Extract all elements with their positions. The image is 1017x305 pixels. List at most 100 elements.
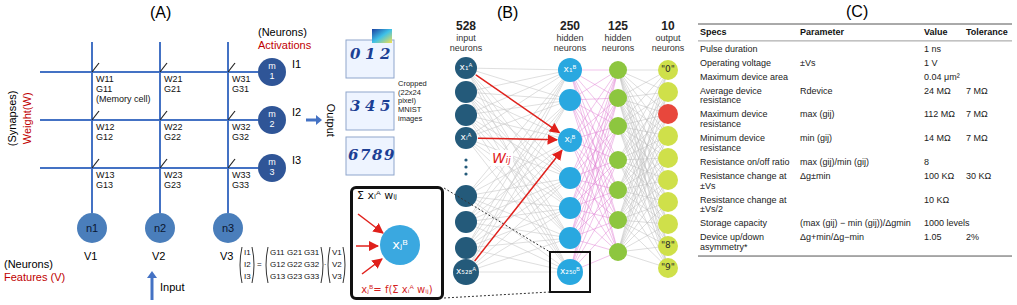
table-cell: 10 KΩ — [924, 196, 949, 206]
table-cell: ±Vs — [800, 59, 920, 69]
annotation: V3 — [220, 250, 233, 263]
zoom-leader — [444, 188, 550, 252]
matrix-bracket — [343, 247, 345, 283]
input-hidden-link — [466, 138, 570, 140]
node-text: m 3 — [268, 158, 276, 178]
node-text: "0" — [661, 65, 675, 75]
node-text: xⱼᴮ= f(Σ xᵢᴬ wᵢⱼ) — [353, 284, 441, 295]
output-neuron-dot — [658, 148, 678, 168]
table-cell: 8 — [924, 158, 929, 168]
cell-label: W32 — [232, 122, 251, 132]
input-neuron-dot — [455, 237, 477, 259]
node-text: xᵢᴬ — [461, 133, 472, 143]
table-rule — [698, 256, 1012, 257]
input-hidden-link — [466, 208, 570, 222]
cell-label: W11 — [96, 74, 114, 84]
matrix-bracket — [240, 247, 242, 283]
input-hidden-link — [466, 70, 570, 222]
annotation: I2 — [292, 106, 301, 119]
input-hidden-link — [466, 70, 570, 196]
node-text: xⱼᴮ — [565, 135, 576, 145]
inset-arrow — [358, 214, 383, 233]
table-header: Parameter — [800, 28, 920, 38]
input-hidden-link — [466, 140, 570, 196]
mnist-digit: 5 — [380, 98, 390, 115]
output-neuron-dot — [658, 104, 678, 124]
input-hidden-link — [466, 140, 570, 248]
neuron-detail-inset: Σ xᵢᴬ wᵢⱼxⱼᴮ= f(Σ xᵢᴬ wᵢⱼ)xⱼᴮ — [350, 186, 444, 300]
table-cell: Operating voltage — [700, 59, 796, 69]
memory-switch — [160, 159, 167, 168]
matrix-entry: G33 — [304, 272, 319, 282]
node-text: m 1 — [268, 62, 276, 82]
inset-arrow — [356, 245, 378, 247]
cell-label: G31 — [232, 84, 249, 94]
table-cell: Pulse duration — [700, 45, 796, 55]
node-text: m 2 — [268, 110, 276, 130]
column-wire — [159, 42, 161, 213]
cell-label: G32 — [232, 132, 249, 142]
weight-connection — [476, 75, 559, 133]
matrix-entry: G21 — [287, 248, 302, 258]
output-arrow — [306, 119, 316, 122]
heatmap-crop — [372, 29, 392, 43]
output-neuron-dot — [658, 126, 678, 146]
matrix-bracket — [252, 247, 254, 283]
memory-switch — [160, 111, 167, 120]
matrix-entry: V1 — [332, 248, 342, 258]
cell-label: G33 — [232, 180, 249, 190]
table-cell: Δg±min — [800, 172, 920, 182]
matrix-entry: G31 — [304, 248, 319, 258]
output-neuron-dot — [658, 192, 678, 212]
node-text: "8" — [661, 241, 675, 251]
ellipsis-dot — [464, 158, 467, 161]
table-cell: 24 MΩ — [924, 87, 951, 97]
memory-switch — [92, 159, 99, 168]
hidden-neuron-dot — [609, 117, 627, 135]
layer-name: hidden neurons — [595, 34, 641, 54]
table-cell: 7 MΩ — [966, 87, 988, 97]
output-arrowhead — [316, 115, 322, 125]
matrix-entry: G12 — [270, 260, 285, 270]
node-text: n3 — [222, 222, 234, 234]
annotation-red: Activations — [258, 39, 311, 52]
hidden-neuron-dots — [559, 89, 581, 249]
hidden-neuron-dot — [559, 89, 581, 111]
panel-label: (C) — [846, 3, 868, 21]
input-hidden-link — [466, 68, 570, 272]
table-cell: 2% — [966, 233, 979, 243]
matrix-entry: G23 — [287, 272, 302, 282]
matrix-entry: G32 — [304, 260, 319, 270]
cell-label: W33 — [232, 170, 251, 180]
table-header: Specs — [700, 28, 796, 38]
table-cell: Maximum device resistance — [700, 110, 796, 130]
input-hidden-link — [466, 100, 570, 196]
matrix-bracket — [321, 247, 323, 283]
matrix-entry: G13 — [270, 272, 285, 282]
input-hidden-link — [466, 92, 570, 238]
network-layers — [455, 61, 678, 272]
mnist-illustration — [346, 29, 590, 298]
table-rule — [698, 24, 1012, 25]
focus-box — [550, 252, 590, 292]
hidden-neuron: xⱼᴮ — [558, 128, 582, 152]
connectors — [475, 75, 562, 261]
mnist-digit: 3 — [350, 98, 360, 115]
cell-label: (Memory cell) — [96, 94, 151, 104]
cell-label: G23 — [164, 180, 181, 190]
cell-label: W12 — [96, 122, 115, 132]
zoom-leader — [444, 292, 550, 298]
cell-label: G21 — [164, 84, 181, 94]
node-text: x₁ᴬ — [460, 63, 473, 73]
table-cell: min (gij) — [800, 134, 920, 144]
mnist-digit: 1 — [365, 46, 375, 63]
feature-neuron: n3 — [213, 213, 243, 243]
column-wire — [91, 42, 93, 213]
output-neuron: "9" — [658, 258, 678, 278]
hidden-neuron-dot — [609, 151, 627, 169]
hidden-neuron-dot — [609, 243, 627, 261]
node-text: x₂₅₀ᴮ — [560, 267, 580, 277]
cell-label: W22 — [164, 122, 183, 132]
table-header: Value — [924, 28, 948, 38]
